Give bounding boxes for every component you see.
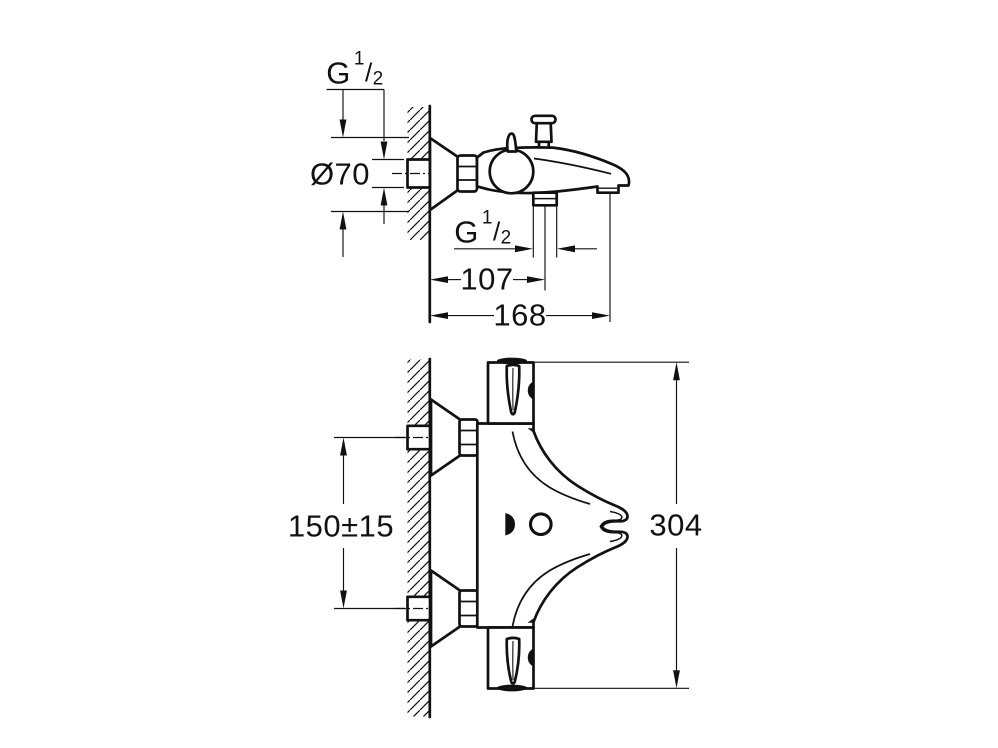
label-escutcheon-diameter: Ø70 <box>309 156 371 192</box>
body-wedge-bottom <box>527 618 534 623</box>
thread-denominator: 2 <box>372 68 384 90</box>
spout-tip-inner-contour <box>599 510 623 543</box>
escutcheon-bottom <box>429 569 462 648</box>
thread-numerator: 1 <box>353 48 365 70</box>
union-nut-top <box>458 418 479 457</box>
thread-denominator: 2 <box>500 227 512 249</box>
body-contour-bottom <box>511 553 591 627</box>
dim-wall-thread <box>326 88 404 224</box>
dim-304 <box>531 361 689 689</box>
union-nut-side <box>456 154 479 193</box>
side-view <box>326 88 631 324</box>
thread-numerator: 1 <box>481 207 493 229</box>
temperature-mark <box>505 513 515 536</box>
handle-circle-side <box>488 148 535 195</box>
spout-contour-line <box>533 157 612 175</box>
thread-letter: G <box>326 55 351 91</box>
label-dim-304: 304 <box>649 507 703 543</box>
label-dim-168: 168 <box>493 297 547 333</box>
handle-top-notch <box>527 381 534 400</box>
dim-168 <box>430 194 611 322</box>
front-view <box>334 357 689 719</box>
dim-escutcheon-diameter <box>331 90 409 257</box>
handle-bottom-notch <box>527 648 534 667</box>
dim-107 <box>430 205 546 291</box>
handle-bottom-cap <box>496 684 528 692</box>
lever-side <box>505 132 518 153</box>
escutcheon-top <box>429 398 462 477</box>
label-dim-107: 107 <box>460 261 514 297</box>
diverter-button-front <box>528 512 553 537</box>
diverter-knob-cap <box>530 114 557 125</box>
label-dim-150: 150±15 <box>287 508 395 544</box>
thread-slash: / <box>364 57 373 88</box>
body-contour-top <box>511 431 591 505</box>
wall-hatch-front <box>407 359 430 717</box>
dim-150 <box>334 436 406 610</box>
union-nut-bottom <box>458 589 479 628</box>
thread-slash: / <box>492 216 501 247</box>
handle-top-cap <box>496 357 528 365</box>
body-wedge-top <box>527 428 534 433</box>
escutcheon-side <box>428 136 460 212</box>
dim-outlet-thread <box>454 206 597 258</box>
diverter-knob-body <box>534 121 553 144</box>
thread-letter: G <box>454 214 479 250</box>
